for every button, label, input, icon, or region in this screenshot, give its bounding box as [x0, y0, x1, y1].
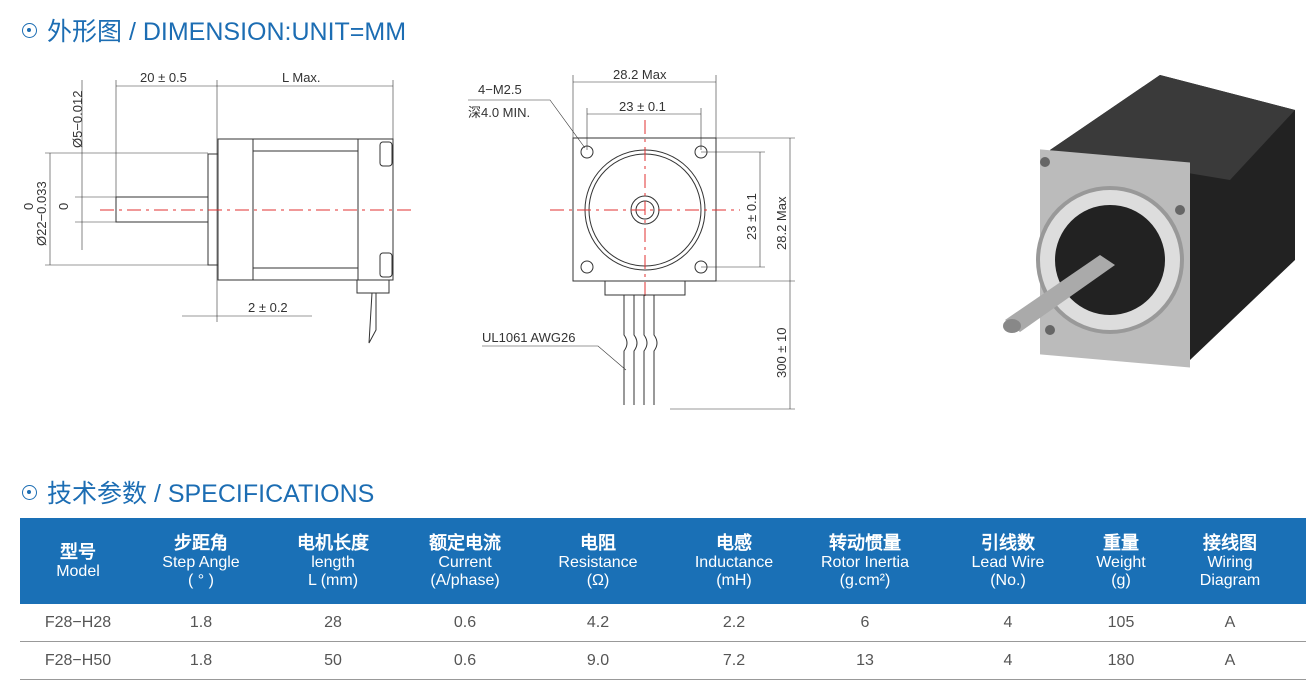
- header-en: Weight: [1096, 554, 1146, 571]
- header-unit: (mH): [716, 572, 752, 589]
- overall-width-label: 28.2 Max: [613, 67, 667, 82]
- table-cell: A: [1154, 604, 1306, 642]
- table-cell: 4: [928, 604, 1088, 642]
- table-cell: 4.2: [530, 604, 666, 642]
- side-view-drawing: 20 ± 0.5 L Max. 0 Ø5−0.012 0 Ø22−0.033 2…: [21, 70, 412, 344]
- header-cn: 电感: [716, 533, 752, 553]
- screw-label: 4−M2.5: [478, 82, 522, 97]
- header-cn: 电机长度: [297, 533, 369, 553]
- table-cell: 7.2: [666, 641, 802, 680]
- table-cell: 6: [802, 604, 928, 642]
- header-cn: 步距角: [174, 533, 228, 553]
- header-en: Resistance: [558, 554, 638, 571]
- header-cn: 电阻: [580, 533, 616, 553]
- header-unit: L (mm): [307, 572, 359, 589]
- header-unit: (Ω): [586, 572, 610, 589]
- shaft-length-label: 20 ± 0.5: [140, 70, 187, 85]
- header-unit: ( ° ): [188, 572, 214, 589]
- table-cell: 105: [1088, 604, 1154, 642]
- hole-spacing-label: 23 ± 0.1: [619, 99, 666, 114]
- boss-dia-label: Ø22−0.033: [34, 181, 49, 246]
- dimension-section-title: 外形图 / DIMENSION:UNIT=MM: [22, 12, 406, 48]
- table-cell: 2.2: [666, 604, 802, 642]
- table-cell: A: [1154, 641, 1306, 680]
- bullet-icon: [22, 484, 37, 500]
- motor-photo: [1003, 75, 1295, 368]
- header-en: Rotor Inertia: [820, 554, 910, 571]
- table-cell: F28−H50: [20, 641, 136, 680]
- wire-label: UL1061 AWG26: [482, 330, 575, 345]
- header-en: Model: [56, 563, 100, 580]
- header-unit: (g): [1111, 572, 1131, 589]
- header-unit: (g.cm²): [839, 572, 891, 589]
- header-en: Current: [438, 554, 492, 571]
- table-cell: F28−H28: [20, 604, 136, 642]
- body-length-label: L Max.: [282, 70, 321, 85]
- depth-label: 深4.0 MIN.: [468, 105, 530, 120]
- front-view-drawing: 28.2 Max 23 ± 0.1 4−M2.5 深4.0 MIN. 23 ± …: [468, 67, 795, 410]
- table-cell: 0.6: [400, 641, 530, 680]
- header-en: Wiring: [1207, 554, 1253, 571]
- table-cell: 0.6: [400, 604, 530, 642]
- table-cell: 1.8: [136, 604, 266, 642]
- table-cell: 9.0: [530, 641, 666, 680]
- table-cell: 180: [1088, 641, 1154, 680]
- header-unit: (A/phase): [430, 572, 500, 589]
- header-cn: 引线数: [981, 533, 1035, 553]
- header-cn: 重量: [1103, 533, 1139, 553]
- lead-wires: [623, 295, 658, 405]
- table-cell: 1.8: [136, 641, 266, 680]
- header-en: length: [311, 554, 355, 571]
- header-en: Inductance: [694, 554, 774, 571]
- bullet-icon: [22, 22, 37, 38]
- dimension-title-text: 外形图 / DIMENSION:UNIT=MM: [47, 18, 407, 46]
- header-unit: Diagram: [1199, 572, 1261, 589]
- shaft-dia-label: Ø5−0.012: [70, 91, 85, 148]
- lead-length-label: 300 ± 10: [774, 327, 789, 378]
- header-cn: 接线图: [1203, 533, 1257, 553]
- table-cell: 13: [802, 641, 928, 680]
- shaft-dia-tol: 0: [56, 203, 71, 210]
- table-cell: 50: [266, 641, 400, 680]
- spec-title-text: 技术参数 / SPECIFICATIONS: [47, 480, 375, 508]
- header-en: Step Angle: [162, 554, 240, 571]
- header-en: Lead Wire: [971, 554, 1045, 571]
- header-cn: 型号: [60, 542, 96, 562]
- overall-height-label: 28.2 Max: [774, 196, 789, 250]
- boss-length-label: 2 ± 0.2: [248, 300, 288, 315]
- hole-spacing-v-label: 23 ± 0.1: [744, 193, 759, 240]
- boss-dia-tol: 0: [21, 203, 36, 210]
- table-cell: 28: [266, 604, 400, 642]
- table-cell: 4: [928, 641, 1088, 680]
- spec-section-title: 技术参数 / SPECIFICATIONS: [22, 474, 374, 510]
- header-cn: 额定电流: [429, 533, 501, 553]
- header-unit: (No.): [990, 572, 1026, 589]
- header-cn: 转动惯量: [829, 533, 901, 553]
